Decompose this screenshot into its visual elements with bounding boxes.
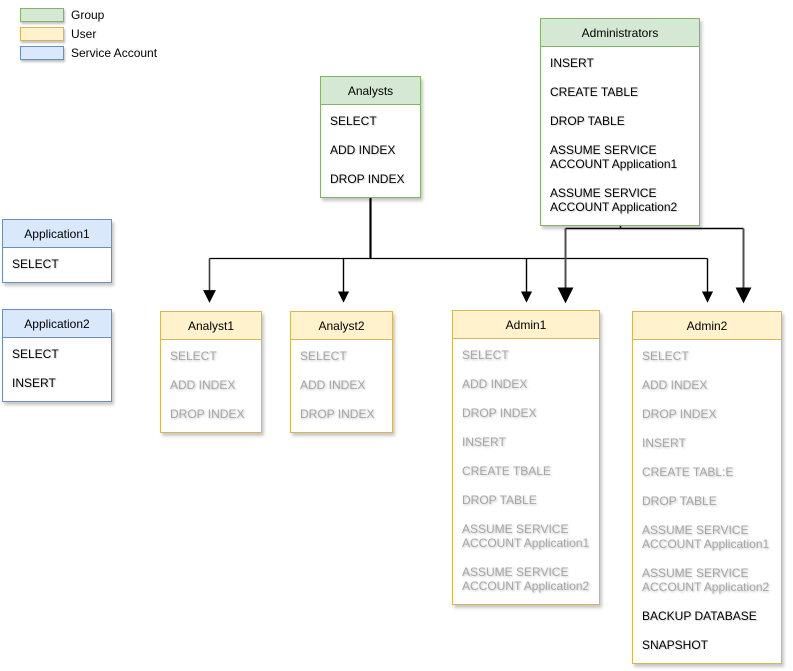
legend-item-group: Group <box>20 7 104 23</box>
privilege-list: SELECT <box>3 248 111 282</box>
privilege-item: DROP INDEX <box>330 172 405 186</box>
legend-label: User <box>71 27 97 41</box>
privilege-item: DROP TABLE <box>550 114 625 128</box>
privilege-item: SELECT <box>330 114 377 128</box>
node-title: Analyst1 <box>161 312 261 340</box>
node-administrators: Administrators INSERT CREATE TABLE DROP … <box>540 18 700 226</box>
privilege-list: SELECT ADD INDEX DROP INDEX INSERT CREAT… <box>633 340 781 663</box>
privilege-list: SELECT ADD INDEX DROP INDEX INSERT CREAT… <box>453 339 599 604</box>
privilege-item: ADD INDEX <box>300 378 366 392</box>
legend-label: Group <box>71 8 105 22</box>
privilege-item: CREATE TABLE <box>550 85 639 99</box>
node-admin2: Admin2 SELECT ADD INDEX DROP INDEX INSER… <box>632 311 782 664</box>
node-title: Admin2 <box>633 312 781 340</box>
node-title: Administrators <box>541 19 699 47</box>
privilege-item: ASSUME SERVICE ACCOUNT Application2 <box>462 565 590 593</box>
privilege-item: ASSUME SERVICE ACCOUNT Application1 <box>642 523 770 551</box>
privilege-list: SELECT ADD INDEX DROP INDEX <box>321 105 420 197</box>
privilege-item: SELECT <box>462 348 509 362</box>
node-application2: Application2 SELECT INSERT <box>2 309 112 402</box>
privilege-item: DROP INDEX <box>170 407 245 421</box>
privilege-item: CREATE TABL:E <box>642 465 734 479</box>
privilege-item: SELECT <box>642 349 689 363</box>
privilege-item: DROP TABLE <box>642 494 717 508</box>
legend-swatch-service-account <box>20 46 64 60</box>
privilege-item: ASSUME SERVICE ACCOUNT Application1 <box>550 143 678 171</box>
privilege-item: INSERT <box>550 56 594 70</box>
privilege-item: INSERT <box>642 436 686 450</box>
node-analyst1: Analyst1 SELECT ADD INDEX DROP INDEX <box>160 311 262 433</box>
node-title: Analyst2 <box>291 312 392 340</box>
privilege-item: SELECT <box>170 349 217 363</box>
node-admin1: Admin1 SELECT ADD INDEX DROP INDEX INSER… <box>452 310 600 605</box>
privilege-item: INSERT <box>12 376 56 390</box>
privilege-list: SELECT INSERT <box>3 338 111 401</box>
legend-swatch-user <box>20 27 64 41</box>
privilege-item: DROP INDEX <box>300 407 375 421</box>
privilege-item: ADD INDEX <box>170 378 236 392</box>
privilege-list: SELECT ADD INDEX DROP INDEX <box>161 340 261 432</box>
node-analysts: Analysts SELECT ADD INDEX DROP INDEX <box>320 76 421 198</box>
node-application1: Application1 SELECT <box>2 219 112 283</box>
privilege-item: SNAPSHOT <box>642 638 709 652</box>
privilege-item: ASSUME SERVICE ACCOUNT Application2 <box>642 566 770 594</box>
legend-item-service-account: Service Account <box>20 45 157 61</box>
privilege-item: SELECT <box>12 257 59 271</box>
legend-swatch-group <box>20 8 64 22</box>
privilege-list: SELECT ADD INDEX DROP INDEX <box>291 340 392 432</box>
node-title: Admin1 <box>453 311 599 339</box>
privilege-item: DROP INDEX <box>462 406 537 420</box>
node-title: Application1 <box>3 220 111 248</box>
privilege-item: DROP TABLE <box>462 493 537 507</box>
privilege-list: INSERT CREATE TABLE DROP TABLE ASSUME SE… <box>541 47 699 225</box>
privilege-item: CREATE TBALE <box>462 464 551 478</box>
privilege-item: SELECT <box>12 347 59 361</box>
privilege-item: BACKUP DATABASE <box>642 609 757 623</box>
legend-label: Service Account <box>71 46 158 60</box>
privilege-item: ASSUME SERVICE ACCOUNT Application1 <box>462 522 590 550</box>
privilege-item: INSERT <box>462 435 506 449</box>
node-title: Application2 <box>3 310 111 338</box>
privilege-item: ADD INDEX <box>330 143 396 157</box>
privilege-item: SELECT <box>300 349 347 363</box>
privilege-item: DROP INDEX <box>642 407 717 421</box>
privilege-item: ADD INDEX <box>462 377 528 391</box>
privilege-item: ADD INDEX <box>642 378 708 392</box>
node-analyst2: Analyst2 SELECT ADD INDEX DROP INDEX <box>290 311 393 433</box>
privilege-item: ASSUME SERVICE ACCOUNT Application2 <box>550 186 678 214</box>
node-title: Analysts <box>321 77 420 105</box>
legend-item-user: User <box>20 26 96 42</box>
